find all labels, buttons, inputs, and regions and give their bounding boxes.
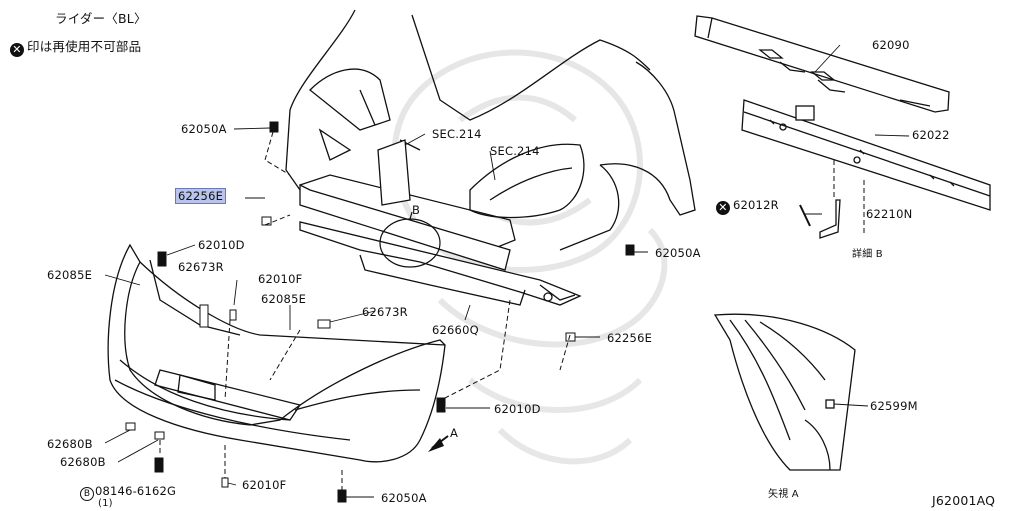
clip-62050A-top — [269, 121, 279, 133]
callout-62022: 62022 — [912, 128, 950, 142]
callout-62085E-left: 62085E — [47, 268, 93, 282]
bracket-62673R-left — [199, 304, 209, 328]
bolt-08146-6162G — [154, 457, 164, 473]
cover-62680B-1 — [125, 422, 136, 431]
leader-lines-right — [833, 160, 865, 235]
view-a-label: 矢視 A — [768, 489, 799, 500]
model-label: ライダー〈BL〉 — [55, 11, 147, 26]
callout-62050A-right: 62050A — [655, 246, 701, 260]
callout-62673R-left: 62673R — [178, 260, 224, 274]
detail-b-circle — [379, 211, 441, 268]
fender-liner-view-a — [713, 313, 856, 471]
clip-62050A-right — [625, 244, 635, 256]
callout-62090: 62090 — [872, 38, 910, 52]
arrow-a-label: A — [450, 426, 459, 440]
callout-62680B-1: 62680B — [47, 437, 93, 451]
callout-62599M: 62599M — [870, 399, 918, 413]
x-mark-icon: ✕ — [10, 43, 24, 57]
bolt-code: 08146-6162G — [95, 484, 177, 498]
callout-62012R-text: 62012R — [733, 198, 779, 212]
bolt-quantity: (1) — [98, 498, 113, 509]
legend-text: 印は再使用不可部品 — [27, 39, 142, 54]
arrow-a — [428, 435, 449, 452]
callout-62050A-top: 62050A — [181, 122, 227, 136]
callout-62050A-bot: 62050A — [381, 491, 427, 505]
detail-b-label: 詳細 B — [852, 249, 883, 260]
bracket-62210N — [799, 199, 841, 239]
b-circle-icon: B — [80, 487, 94, 501]
clip-62050A-bot — [337, 489, 347, 503]
bumper-fascia — [107, 243, 446, 463]
fasteners — [125, 121, 635, 503]
callout-62256E-right: 62256E — [607, 331, 653, 345]
callout-62673R-mid: 62673R — [362, 305, 408, 319]
legend: ✕印は再使用不可部品 — [10, 40, 141, 57]
callout-62680B-2: 62680B — [60, 455, 106, 469]
b-circle-label: B — [412, 203, 421, 217]
callout-62210N: 62210N — [866, 207, 913, 221]
callout-62010D-bot: 62010D — [494, 402, 541, 416]
clip-62010F-top — [229, 309, 237, 321]
bracket-62673R-mid — [317, 319, 331, 329]
callout-sec214-b: SEC.214 — [490, 144, 540, 158]
absorber-62660Q — [299, 183, 582, 306]
screw-62010D-bot — [436, 397, 446, 413]
clip-62256E-right — [565, 332, 576, 342]
callout-62085E-mid: 62085E — [261, 292, 307, 306]
vehicle-body — [285, 9, 696, 251]
callout-62660Q: 62660Q — [432, 323, 479, 337]
callout-62256E-highlight[interactable]: 62256E — [174, 188, 227, 204]
clip-62010F-bot — [221, 477, 229, 488]
callout-62010F-top: 62010F — [258, 272, 303, 286]
leader-lines — [104, 44, 910, 498]
x-mark-icon: ✕ — [716, 201, 730, 215]
reinforcement-62022 — [741, 99, 991, 211]
cover-62680B-2 — [154, 431, 165, 440]
diagram-id: J62001AQ — [932, 493, 996, 508]
screw-62010D-top — [157, 251, 167, 267]
callout-62012R: ✕62012R — [716, 198, 779, 215]
callout-62010F-bot: 62010F — [242, 478, 287, 492]
dashed-leaders — [159, 131, 571, 490]
callout-62010D-top: 62010D — [198, 238, 245, 252]
callout-sec214-a: SEC.214 — [432, 127, 482, 141]
clip-62256E-left — [261, 216, 272, 226]
